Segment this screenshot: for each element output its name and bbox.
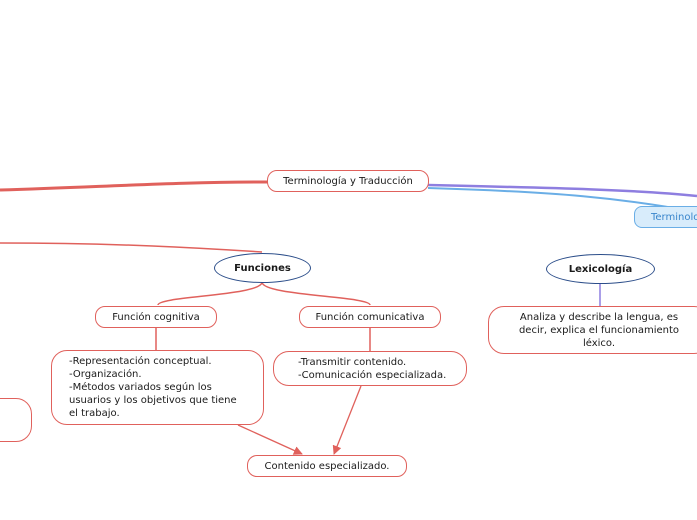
cognitiva-details-text: -Representación conceptual. -Organizació… — [69, 355, 237, 420]
root-right-branch-1 — [427, 183, 697, 198]
funcion-cognitiva-label: Función cognitiva — [112, 311, 200, 323]
contenido-especializado-label: Contenido especializado. — [264, 460, 390, 472]
left-partial-node[interactable] — [0, 398, 32, 442]
comunicativa-details-node[interactable]: -Transmitir contenido. -Comunicación esp… — [273, 351, 467, 386]
funciones-to-comunicativa — [261, 281, 371, 306]
funcion-comunicativa-node[interactable]: Función comunicativa — [299, 306, 441, 328]
funciones-label: Funciones — [234, 262, 291, 274]
lexicologia-description-line: Analiza y describe la lengua, es — [519, 311, 679, 323]
funciones-to-cognitiva — [157, 281, 263, 306]
right-branch-node[interactable]: Terminolog — [634, 206, 697, 228]
cognitiva-arrow — [237, 424, 303, 455]
funciones-node[interactable]: Funciones — [214, 253, 311, 283]
root-node[interactable]: Terminología y Traducción — [267, 170, 429, 192]
funciones-incoming-branch — [0, 242, 263, 253]
lexicologia-label: Lexicología — [568, 263, 633, 275]
cognitiva-detail-line: -Métodos variados según los — [69, 382, 212, 393]
root-left-branch — [0, 180, 269, 192]
cognitiva-detail-line: -Representación conceptual. — [69, 356, 212, 367]
cognitiva-detail-line: -Organización. — [69, 369, 142, 380]
cognitiva-detail-line: el trabajo. — [69, 408, 120, 419]
comunicativa-detail-line: -Comunicación especializada. — [298, 369, 447, 381]
lexicologia-description-node[interactable]: Analiza y describe la lengua, es decir, … — [488, 306, 697, 354]
comunicativa-details-text: -Transmitir contenido. -Comunicación esp… — [298, 356, 446, 382]
cognitiva-detail-line: usuarios y los objetivos que tiene — [69, 395, 237, 406]
comunicativa-arrow — [332, 385, 362, 455]
lexicologia-description-text: Analiza y describe la lengua, es decir, … — [519, 311, 679, 350]
lexicologia-node[interactable]: Lexicología — [546, 254, 655, 284]
lexicologia-description-line: decir, explica el funcionamiento — [518, 324, 680, 336]
lexicologia-description-line: léxico. — [582, 337, 616, 349]
cognitiva-details-node[interactable]: -Representación conceptual. -Organizació… — [51, 350, 264, 425]
comunicativa-detail-line: -Transmitir contenido. — [298, 356, 407, 368]
funcion-cognitiva-node[interactable]: Función cognitiva — [95, 306, 217, 328]
right-branch-label: Terminolog — [651, 211, 697, 223]
funcion-comunicativa-label: Función comunicativa — [315, 311, 425, 323]
contenido-especializado-node[interactable]: Contenido especializado. — [247, 455, 407, 477]
root-label: Terminología y Traducción — [283, 175, 413, 187]
